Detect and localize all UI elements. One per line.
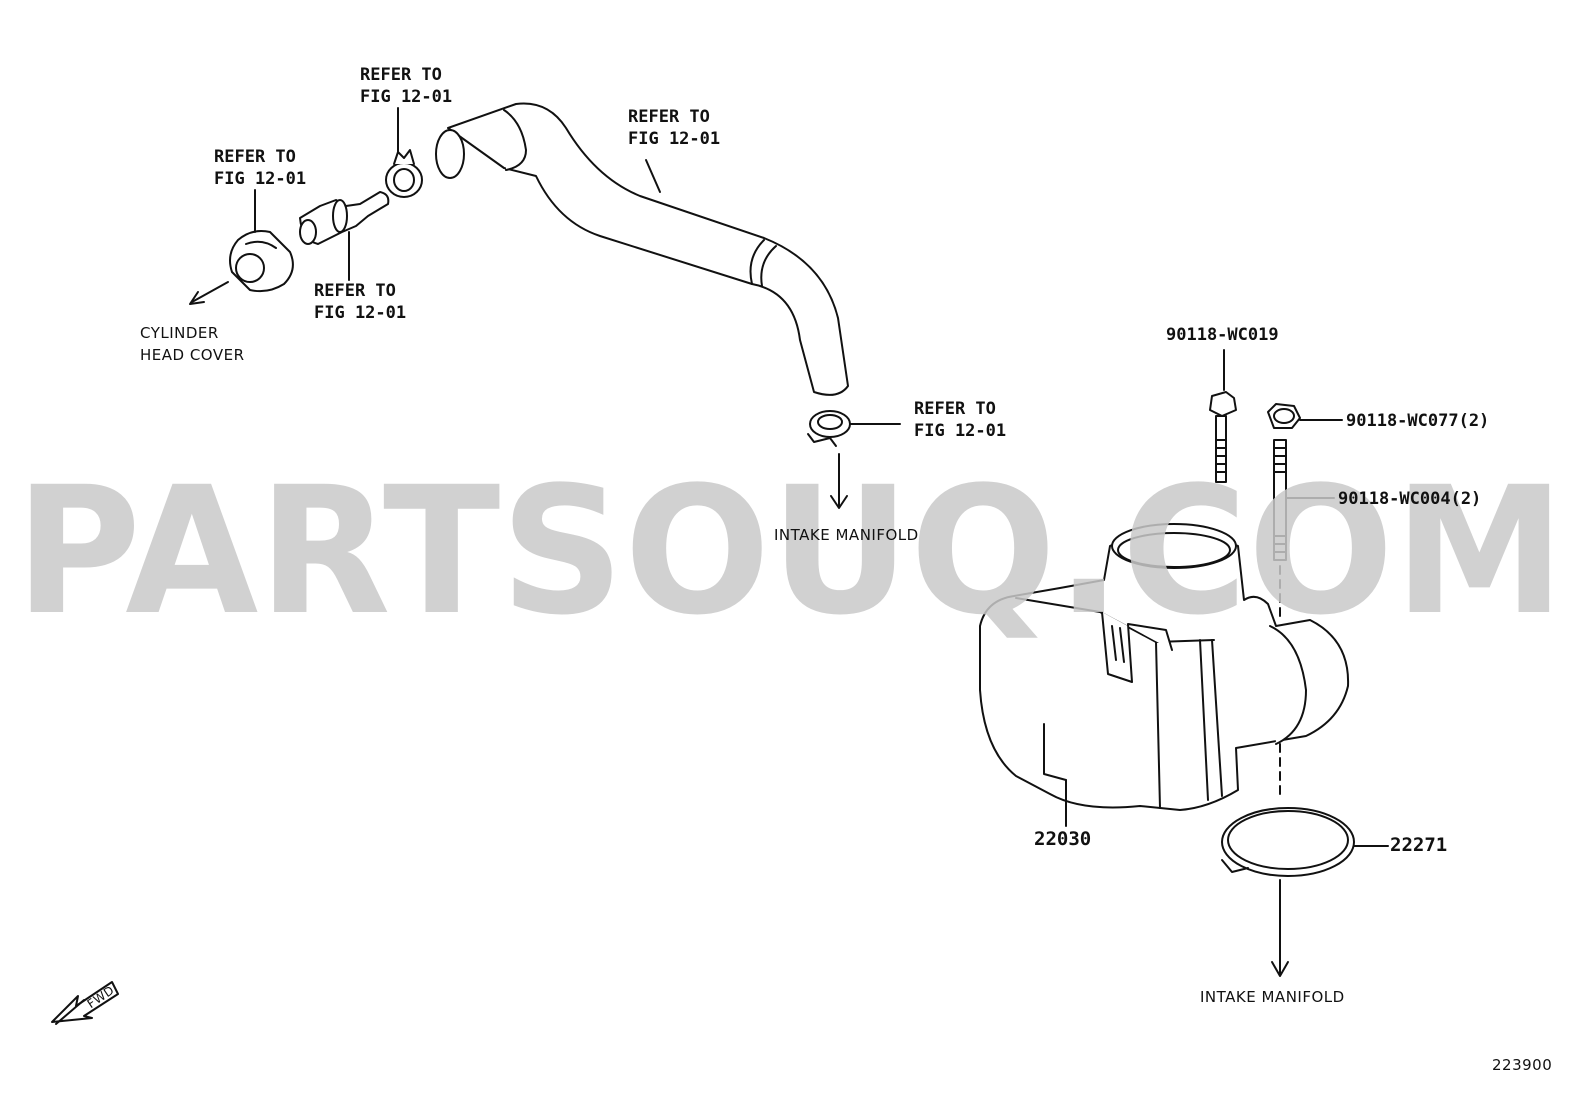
part-number-22030: 22030 [1034, 828, 1092, 850]
ring-22271-part [1221, 807, 1389, 977]
part-number-90118-wc077: 90118-WC077(2) [1346, 411, 1490, 431]
nut-90118-wc077-part [1267, 403, 1343, 429]
stud-90118-wc004-part [1273, 439, 1335, 801]
refer-label-hose-line1: REFER TO [628, 107, 710, 127]
refer-label-pcv-upper-line2: FIG 12-01 [360, 87, 453, 107]
hose-clamp-upper-part [385, 107, 423, 198]
cylinder-arrow [191, 281, 229, 303]
intake-manifold-label-upper: INTAKE MANIFOLD [774, 526, 919, 544]
resonator-part [979, 523, 1350, 827]
refer-label-clamp-line2: FIG 12-01 [914, 421, 1007, 441]
refer-label-clamp-line1: REFER TO [914, 399, 996, 419]
pcv-hose-part [435, 102, 849, 396]
refer-label-valve-line2: FIG 12-01 [314, 303, 407, 323]
grommet-part [229, 189, 294, 293]
refer-label-hose-line2: FIG 12-01 [628, 129, 721, 149]
part-number-90118-wc019: 90118-WC019 [1166, 325, 1279, 345]
cylinder-head-cover-line1: CYLINDER [140, 324, 219, 342]
watermark-text: PARTSOUQ.COM [15, 449, 1565, 654]
refer-label-grommet-line2: FIG 12-01 [214, 169, 307, 189]
part-number-22271: 22271 [1390, 834, 1448, 856]
hose-clamp-lower-part [807, 410, 901, 509]
part-number-90118-wc004: 90118-WC004(2) [1338, 489, 1482, 509]
bolt-90118-wc019-part [1209, 349, 1237, 483]
figure-number: 223900 [1492, 1056, 1553, 1074]
refer-label-grommet-line1: REFER TO [214, 147, 296, 167]
intake-manifold-label-lower: INTAKE MANIFOLD [1200, 988, 1345, 1006]
refer-label-valve-line1: REFER TO [314, 281, 396, 301]
pcv-valve-part [299, 191, 390, 281]
refer-label-pcv-upper-line1: REFER TO [360, 65, 442, 85]
cylinder-head-cover-line2: HEAD COVER [140, 346, 245, 364]
fwd-arrow-icon [51, 981, 119, 1025]
